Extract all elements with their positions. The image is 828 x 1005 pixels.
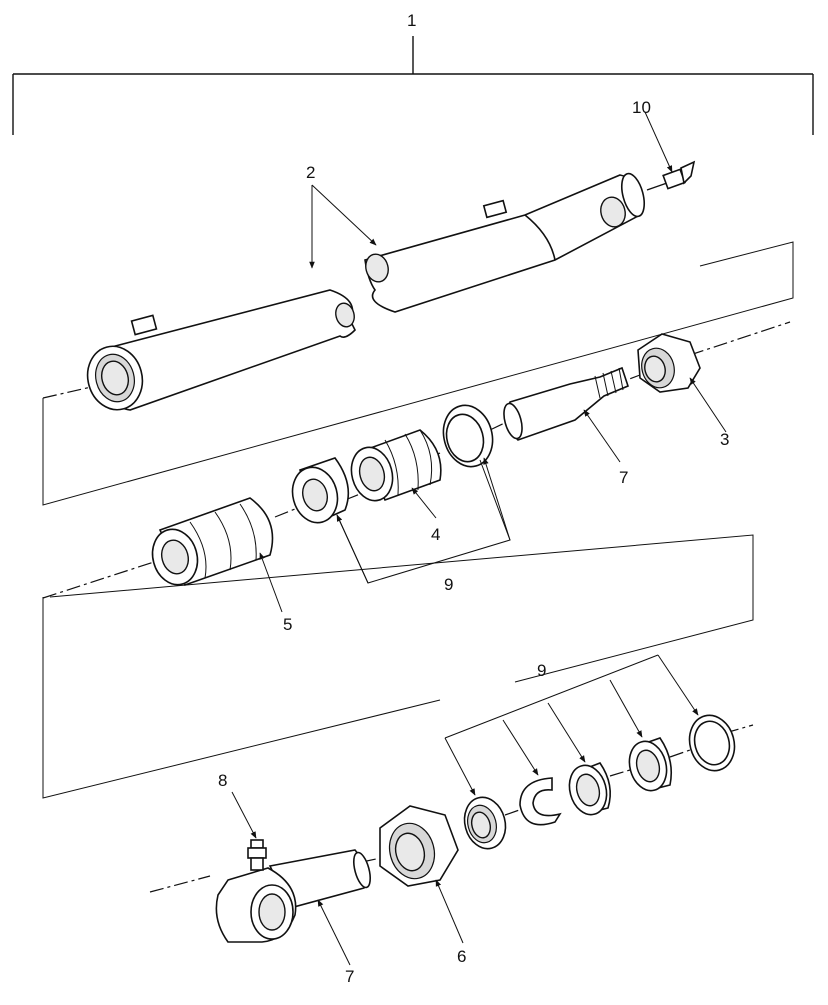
callout-9-middle: 9 bbox=[444, 575, 453, 594]
grease-fitting bbox=[247, 839, 267, 871]
seal-ring-upper bbox=[442, 404, 494, 468]
piston bbox=[350, 429, 442, 502]
callout-10: 10 bbox=[632, 98, 651, 117]
piston-rod-upper bbox=[503, 366, 629, 441]
wing-fitting bbox=[646, 160, 696, 191]
cylinder-barrel-left bbox=[86, 289, 356, 411]
callout-6: 6 bbox=[457, 947, 466, 966]
cylinder-barrel-right bbox=[364, 172, 646, 313]
callout-5: 5 bbox=[283, 615, 292, 634]
leader-lines bbox=[231, 111, 727, 966]
callout-7-upper: 7 bbox=[619, 468, 628, 487]
seal-ring-a bbox=[688, 714, 736, 772]
bushing-lower bbox=[568, 762, 611, 816]
rod-guide bbox=[151, 497, 274, 586]
callout-1: 1 bbox=[407, 11, 416, 30]
seal-ring-b bbox=[628, 737, 673, 792]
upper-guide-frame bbox=[42, 241, 794, 506]
hex-nut-lower bbox=[379, 805, 459, 887]
piston-rod-lower bbox=[215, 849, 372, 943]
axis-lines bbox=[42, 321, 791, 893]
assembly-bracket bbox=[12, 36, 814, 135]
callout-8: 8 bbox=[218, 771, 227, 790]
snap-ring bbox=[519, 777, 562, 826]
lower-guide-frame bbox=[42, 534, 754, 799]
callout-7-lower: 7 bbox=[345, 967, 354, 986]
callout-4: 4 bbox=[431, 525, 440, 544]
wiper-seal bbox=[463, 796, 507, 850]
hex-nut-upper bbox=[637, 333, 701, 393]
callout-3: 3 bbox=[720, 430, 729, 449]
callout-9-lower: 9 bbox=[537, 661, 546, 680]
callout-2: 2 bbox=[306, 163, 315, 182]
bushing-middle bbox=[291, 457, 350, 524]
